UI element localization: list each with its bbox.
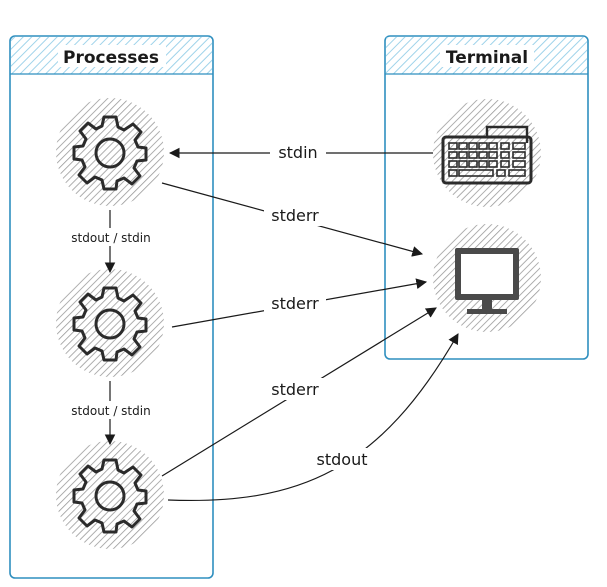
monitor-icon: [455, 248, 519, 314]
process-node-1: [56, 98, 164, 206]
stderr-label-3: stderr: [271, 380, 319, 399]
keyboard-icon: [441, 125, 533, 185]
stderr-label-2: stderr: [271, 294, 319, 313]
stdin-label: stdin: [278, 143, 317, 162]
process-node-2: [56, 269, 164, 377]
monitor-node: [433, 224, 541, 332]
terminal-title: Terminal: [446, 48, 528, 68]
keyboard-node: [433, 99, 541, 207]
processes-group: Processes: [9, 35, 214, 579]
pipe-label-2: stdout / stdin: [71, 404, 150, 418]
terminal-box: [384, 35, 589, 360]
pipe-label-1: stdout / stdin: [71, 231, 150, 245]
edges: stdin stdout / stdin stdout / stdin stde…: [60, 142, 459, 502]
stderr-label-1: stderr: [271, 206, 319, 225]
stdout-label: stdout: [317, 450, 368, 469]
process-node-3: [56, 441, 164, 549]
processes-title: Processes: [63, 48, 159, 68]
processes-box: [9, 35, 214, 579]
terminal-group: Terminal: [384, 35, 589, 360]
